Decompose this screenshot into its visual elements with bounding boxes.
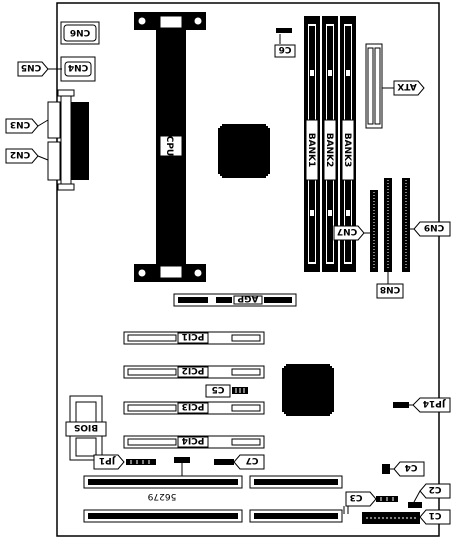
dimm-banks: BANK1 BANK2 BANK3	[304, 16, 356, 272]
cn9-tag: CN9	[410, 221, 451, 237]
c1-header: C1	[362, 509, 451, 525]
c6-label: C6	[279, 44, 292, 54]
cn8-label: CN8	[380, 284, 400, 294]
bios-label: BIOS	[74, 422, 98, 432]
cpu-label: CPU	[164, 136, 174, 157]
atx-label: ATX	[397, 81, 416, 91]
c7-jumper: C7	[214, 454, 265, 470]
northbridge-chip	[218, 124, 270, 178]
c5-label: C5	[212, 384, 225, 394]
cn2-label: CN2	[10, 149, 30, 159]
pci3-label: PCI3	[182, 401, 205, 411]
agp-slot: AGP	[173, 293, 297, 307]
bios-chip: BIOS	[65, 395, 107, 461]
jp1-label: JP1	[99, 455, 116, 465]
c4-label: C4	[405, 462, 418, 472]
cn4-connector: CN4	[60, 56, 96, 82]
board-outline	[56, 2, 440, 537]
cn6-label: CN6	[70, 27, 90, 37]
c2-jumper: C2	[408, 483, 451, 508]
part-number: 56279	[147, 491, 176, 501]
pci4-slot: PCI4	[123, 435, 265, 449]
c2-label: C2	[429, 484, 442, 494]
cn5-label: CN5	[21, 62, 41, 72]
c4-jumper: C4	[382, 461, 425, 477]
jp14-jumper: JP14	[393, 397, 451, 413]
c7-label: C7	[246, 455, 259, 465]
atx-tag: ATX	[393, 80, 425, 96]
cn9-header	[402, 178, 410, 272]
jp1-jumper: JP1	[93, 454, 156, 470]
cn9-label: CN9	[424, 222, 444, 232]
cn3-label: CN3	[10, 119, 30, 129]
cn8-tag: CN8	[376, 272, 404, 299]
c1-label: C1	[429, 510, 442, 520]
pci1-slot: PCI1	[123, 331, 265, 345]
c6-jumper: C6	[274, 28, 296, 58]
cn4-label: CN4	[68, 62, 88, 72]
bank1-label: BANK1	[306, 133, 316, 168]
southbridge-chip	[282, 364, 334, 416]
c3-label: C3	[350, 492, 363, 502]
jp14-label: JP14	[423, 398, 446, 408]
c3-jumper: C3	[343, 491, 398, 514]
isa-slots	[83, 475, 343, 523]
atx-power-connector	[365, 43, 394, 129]
pci2-slot: PCI2	[123, 365, 265, 379]
cpu-slot: CPU	[134, 12, 206, 282]
agp-label: AGP	[237, 293, 258, 303]
cn2-tag: CN2	[5, 148, 49, 164]
cn3-tag: CN3	[5, 118, 49, 134]
pci4-label: PCI4	[182, 435, 205, 445]
pci1-label: PCI1	[182, 331, 205, 341]
cn8-header	[384, 178, 392, 272]
cn5-tag: CN5	[17, 61, 62, 77]
cn7-label: CN7	[337, 226, 357, 236]
c5-jumper: C5	[205, 384, 248, 398]
bank2-label: BANK2	[324, 133, 334, 168]
pci2-label: PCI2	[182, 365, 205, 375]
bank3-label: BANK3	[342, 133, 352, 168]
cn7-tag: CN7	[333, 225, 370, 241]
cn6-connector: CN6	[60, 21, 100, 45]
cn7-header	[370, 190, 378, 272]
dsub-connectors	[47, 89, 89, 191]
pci3-slot: PCI3	[123, 401, 265, 415]
